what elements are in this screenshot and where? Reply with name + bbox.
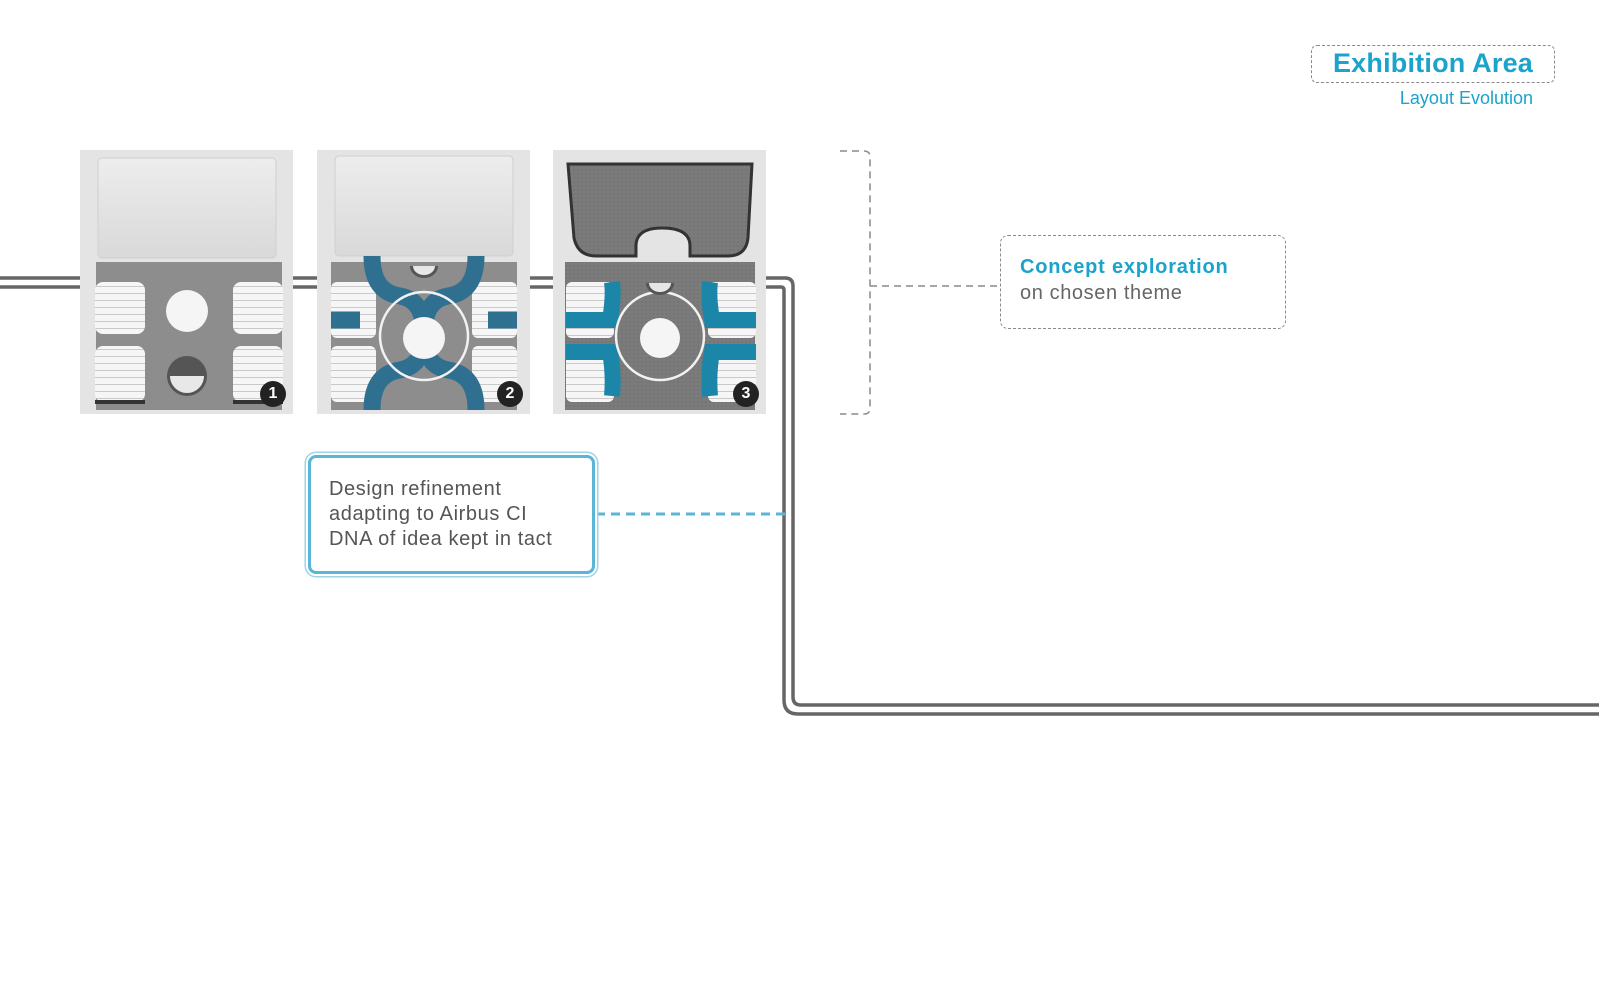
concept-callout bbox=[1000, 235, 1286, 329]
layout-1-render bbox=[80, 150, 293, 414]
layout-2-badge: 2 bbox=[497, 381, 523, 407]
layout-1-badge: 1 bbox=[260, 381, 286, 407]
layout-2-render bbox=[317, 150, 530, 414]
refinement-line-3: DNA of idea kept in tact bbox=[329, 528, 553, 550]
concept-subtitle: on chosen theme bbox=[1020, 282, 1183, 304]
refinement-callout bbox=[308, 455, 595, 574]
connector-track bbox=[0, 276, 1599, 716]
concept-title: Concept exploration bbox=[1020, 256, 1229, 278]
layout-3-badge: 3 bbox=[733, 381, 759, 407]
layout-3-render bbox=[553, 150, 766, 414]
refinement-line-2: adapting to Airbus CI bbox=[329, 503, 528, 525]
page-title: Exhibition Area bbox=[1332, 48, 1533, 78]
title-frame bbox=[1311, 45, 1555, 83]
concept-bracket bbox=[840, 150, 1000, 415]
page-subtitle: Layout Evolution bbox=[1399, 88, 1533, 108]
refinement-line-1: Design refinement bbox=[329, 478, 502, 500]
